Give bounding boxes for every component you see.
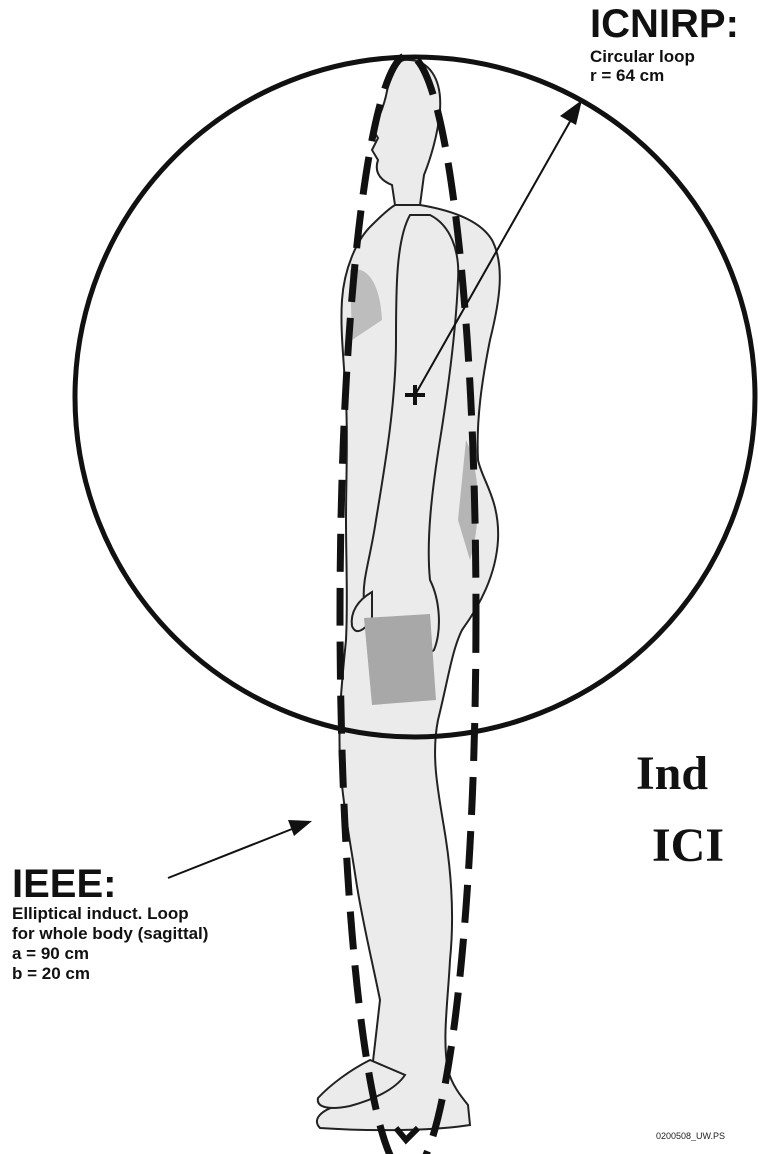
ieee-pointer-arrow [168, 820, 312, 878]
ieee-heading: IEEE: [12, 864, 116, 904]
ieee-line-4: b = 20 cm [12, 965, 90, 983]
partial-title-line-2: ICI [652, 820, 758, 872]
icnirp-line-2: r = 64 cm [590, 67, 664, 85]
ieee-line-2: for whole body (sagittal) [12, 925, 208, 943]
file-code-label: 0200508_UW.PS [656, 1131, 758, 1141]
ieee-line-1: Elliptical induct. Loop [12, 905, 189, 923]
ieee-line-3: a = 90 cm [12, 945, 89, 963]
icnirp-heading: ICNIRP: [590, 4, 739, 44]
body-shadow-thigh [364, 614, 436, 705]
human-body-figure [317, 60, 500, 1130]
icnirp-line-1: Circular loop [590, 48, 695, 66]
partial-title-line-1: Ind [636, 748, 758, 800]
